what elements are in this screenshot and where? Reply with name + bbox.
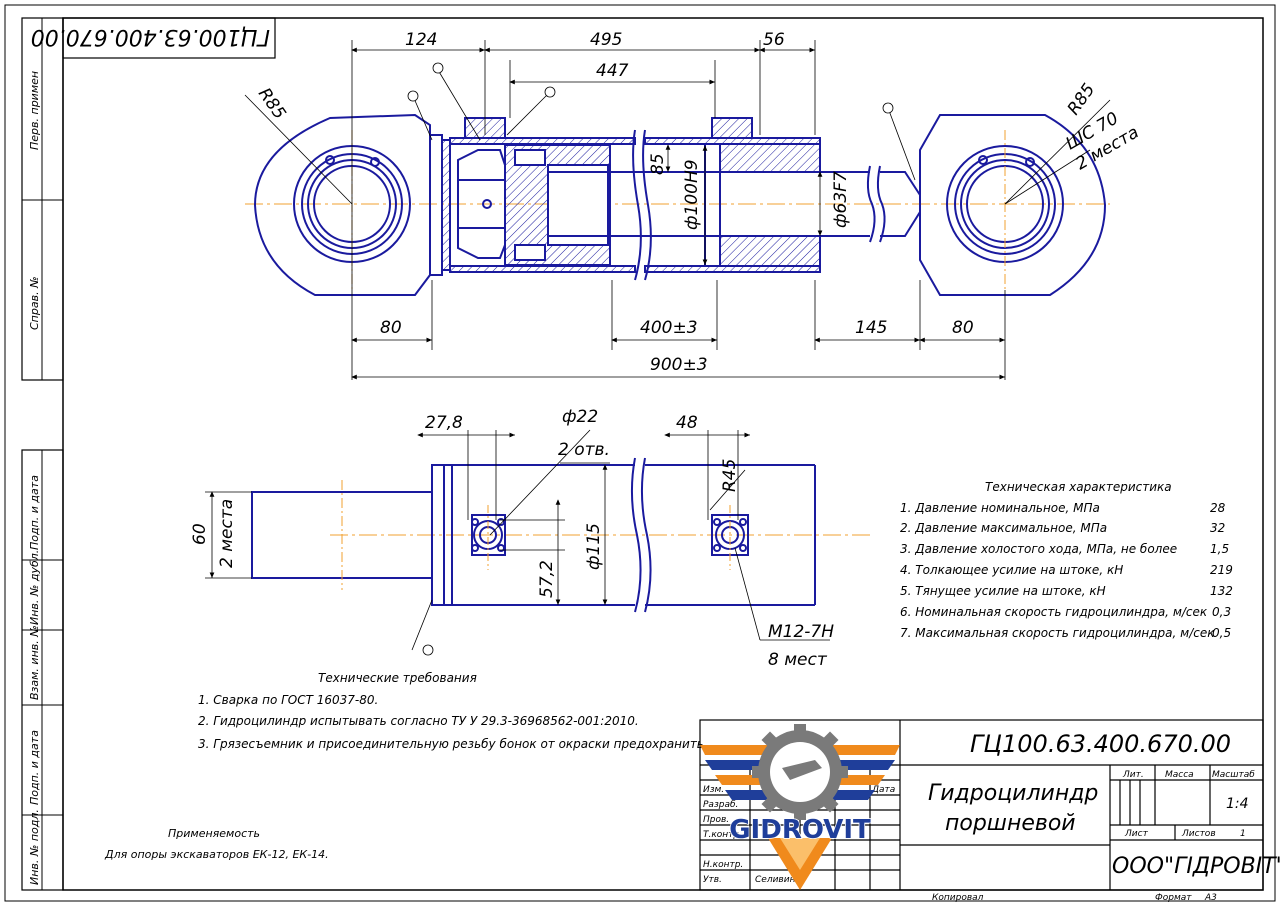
dim-r45: R45	[720, 459, 740, 492]
logo-brand: GIDROVIT	[729, 815, 871, 845]
dim-57-2: 57,2	[537, 560, 557, 598]
date-label: Дата	[871, 785, 895, 795]
tech-req-title: Технические требования	[318, 671, 477, 685]
side-label-perv: Перв. примен	[28, 71, 41, 150]
tech-spec-value-6: 0,3	[1212, 605, 1231, 619]
piston	[457, 144, 611, 266]
dim-115: ф115	[584, 523, 604, 570]
lit-label: Лит.	[1122, 770, 1144, 780]
gidrovit-logo: GIDROVIT	[700, 724, 900, 890]
tech-spec-value-5: 132	[1210, 584, 1233, 598]
signer: Селивин	[755, 875, 796, 885]
sheets-label: Листов	[1181, 829, 1216, 839]
cylinder-section-view	[245, 113, 1110, 296]
dim-two-places-b: 2 места	[217, 499, 237, 568]
tech-spec-value-3: 1,5	[1210, 542, 1229, 556]
dim-124: 124	[405, 30, 437, 50]
title-name-2: поршневой	[945, 811, 1076, 836]
dim-900: 900±3	[650, 355, 708, 375]
tech-spec-row-6: 6. Номинальная скорость гидроцилиндра, м…	[900, 605, 1208, 619]
format-label: Формат	[1155, 893, 1192, 903]
tech-req-item-1: 1. Сварка по ГОСТ 16037-80.	[198, 693, 378, 707]
dim-145: 145	[855, 318, 887, 338]
title-block-text: ГЦ100.63.400.670.00 Гидроцилиндр поршнев…	[703, 730, 1280, 903]
dim-100h9: ф100H9	[682, 159, 702, 230]
side-label-podp1: Подп. и дата	[28, 475, 41, 550]
format-value: А3	[1204, 893, 1217, 903]
cylinder-side-view	[251, 457, 870, 613]
scale-value: 1:4	[1226, 796, 1249, 812]
side-labels: Перв. примен Справ. № Подп. и дата Инв. …	[28, 71, 41, 885]
top-code: ГЦ100.63.400.670.00	[31, 24, 270, 49]
dim-r85-right: R85	[1064, 80, 1100, 119]
dim-60: 60	[190, 523, 210, 545]
ports	[464, 117, 753, 139]
row-razrab: Разраб.	[703, 800, 738, 810]
row-prov: Пров.	[703, 815, 729, 825]
tech-req-item-2: 2. Гидроцилиндр испытывать согласно ТУ У…	[198, 714, 639, 728]
applicability-text: Для опоры экскаваторов ЕК-12, ЕК-14.	[104, 848, 329, 861]
sheet-frame	[4, 4, 1276, 902]
dim-48: 48	[676, 413, 698, 433]
title-name-1: Гидроцилиндр	[928, 781, 1098, 806]
row-utv: Утв.	[703, 875, 722, 885]
tech-spec-title: Техническая характеристика	[985, 480, 1172, 494]
side-label-vzam: Взам. инв. №	[28, 625, 41, 700]
title-code: ГЦ100.63.400.670.00	[970, 730, 1231, 758]
dim-r85-left: R85	[254, 84, 290, 123]
end-cap	[429, 134, 451, 276]
tech-requirements: Технические требования 1. Сварка по ГОСТ…	[198, 671, 708, 751]
side-label-inv-podl: Инв. № подл.	[28, 809, 41, 885]
side-view-dimensions	[205, 429, 830, 656]
tech-spec-row-2: 2. Давление максимальное, МПа	[900, 521, 1107, 535]
dim-63f7: ф63F7	[831, 171, 851, 228]
dim-holes-2: 2 отв.	[558, 440, 610, 460]
dim-56: 56	[763, 30, 785, 50]
tech-spec-value-4: 219	[1210, 563, 1233, 577]
left-eye	[253, 113, 431, 296]
dim-27-8: 27,8	[425, 413, 463, 433]
applicability: Применяемость Для опоры экскаваторов ЕК-…	[104, 827, 329, 861]
tech-spec-row-7: 7. Максимальная скорость гидроцилиндра, …	[900, 626, 1215, 640]
company: ООО"ГІДРОВІТ"	[1112, 854, 1280, 879]
tech-spec-value-2: 32	[1210, 521, 1225, 535]
tech-spec-row-4: 4. Толкающее усилие на штоке, кН	[900, 563, 1123, 577]
side-label-sprav: Справ. №	[28, 276, 41, 330]
scale-label: Масштаб	[1212, 770, 1255, 780]
dim-80-right: 80	[952, 318, 974, 338]
row-nkontr: Н.контр.	[703, 860, 743, 870]
tech-spec-row-3: 3. Давление холостого хода, МПа, не боле…	[900, 542, 1177, 556]
dim-eight-places: 8 мест	[768, 650, 828, 670]
tech-spec-value-1: 28	[1210, 501, 1226, 515]
tech-spec-row-1: 1. Давление номинальное, МПа	[900, 501, 1100, 515]
tech-spec-row-5: 5. Тянущее усилие на штоке, кН	[900, 584, 1106, 598]
gland	[704, 143, 821, 267]
balloons	[407, 62, 894, 114]
dim-m12: M12-7H	[768, 622, 834, 642]
tech-spec-value-7: 0,5	[1212, 626, 1231, 640]
side-label-podp2: Подп. и дата	[28, 730, 41, 805]
mass-label: Масса	[1165, 770, 1194, 780]
dim-400: 400±3	[640, 318, 698, 338]
side-label-inv-dubl: Инв. № дубл.	[28, 550, 41, 625]
row-izm: Изм.	[703, 785, 724, 795]
dim-85: 85	[648, 153, 668, 175]
dim-22: ф22	[562, 407, 598, 427]
sheet-label: Лист	[1124, 829, 1149, 839]
copied-label: Копировал	[932, 893, 984, 903]
dim-447: 447	[596, 61, 629, 81]
applicability-title: Применяемость	[168, 827, 260, 840]
row-tkontr: Т.контр.	[703, 830, 742, 840]
side-view-labels: 27,8 ф22 2 отв. 48 R45 60 2 места 57,2 ф…	[190, 407, 834, 670]
tech-spec: Техническая характеристика 1. Давление н…	[900, 480, 1233, 640]
tech-req-item-3: 3. Грязесъемник и присоединительную резь…	[198, 737, 708, 751]
sheets-value: 1	[1240, 829, 1246, 839]
top-dimensions	[244, 40, 1111, 380]
dim-495: 495	[590, 30, 622, 50]
dim-80-left: 80	[380, 318, 402, 338]
